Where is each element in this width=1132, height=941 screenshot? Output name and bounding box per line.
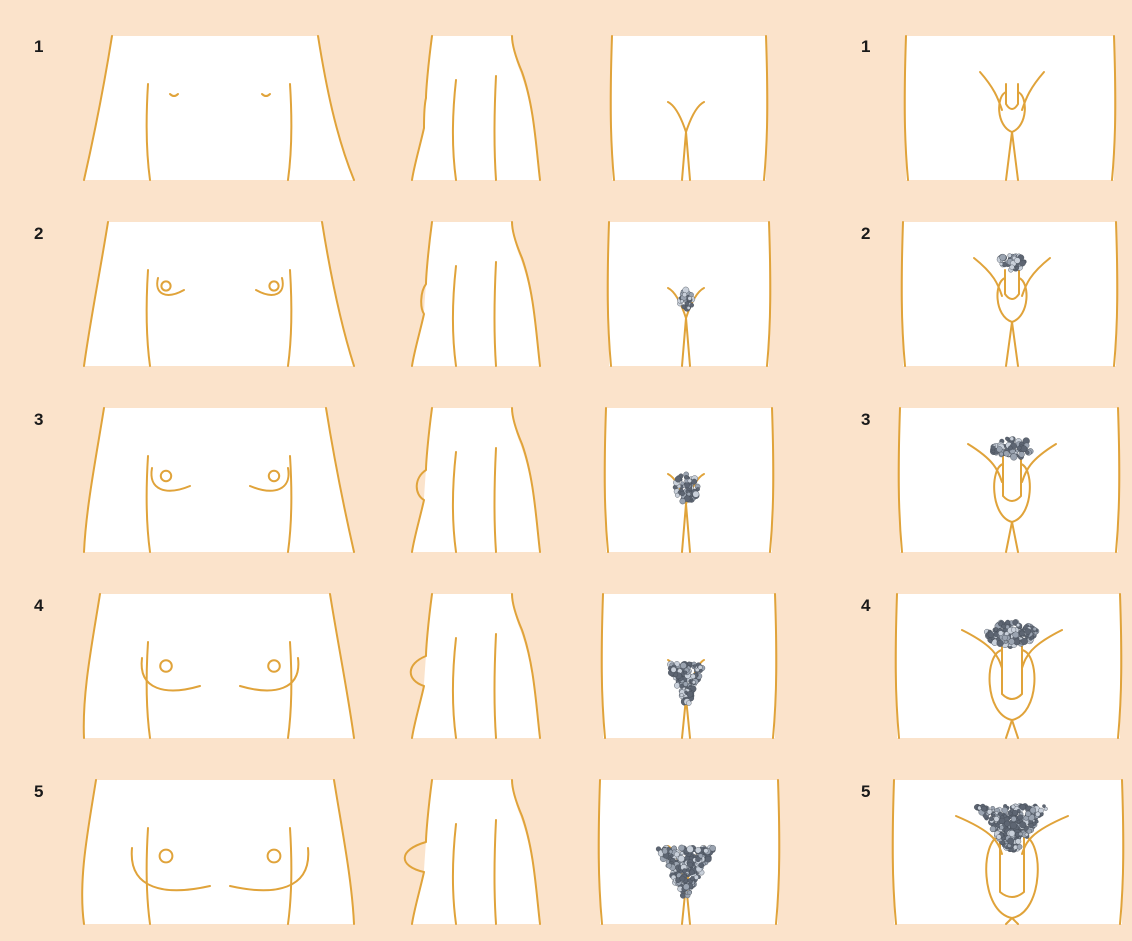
chest-front-panel <box>84 408 354 552</box>
male-panel-bg <box>897 594 1120 738</box>
profile-silhouette <box>412 408 540 552</box>
female-pubic-panel <box>605 408 774 552</box>
stage-row-2 <box>84 222 1117 366</box>
side-profile-panel <box>411 594 540 738</box>
side-profile-panel <box>412 408 540 552</box>
profile-silhouette <box>412 36 540 180</box>
male-pubic-panel <box>905 36 1116 180</box>
male-panel-bg <box>900 408 1118 552</box>
stage-number-right-5: 5 <box>861 783 870 800</box>
stage-row-4 <box>84 594 1122 738</box>
chest-front-silhouette <box>84 408 354 552</box>
chest-front-panel <box>84 594 354 738</box>
stage-number-right-4: 4 <box>861 597 870 614</box>
chest-front-silhouette <box>84 222 354 366</box>
stage-number-right-3: 3 <box>861 411 870 428</box>
stage-number-left-3: 3 <box>34 411 43 428</box>
female-pubic-panel <box>608 222 771 366</box>
stage-row-5 <box>82 780 1123 924</box>
stage-row-3 <box>84 408 1119 552</box>
side-profile-panel <box>412 36 540 180</box>
stage-number-left-2: 2 <box>34 225 43 242</box>
stage-number-left-1: 1 <box>34 38 43 55</box>
female-pubic-panel <box>602 594 777 738</box>
profile-silhouette <box>412 780 540 924</box>
side-profile-panel <box>412 222 540 366</box>
male-panel-bg <box>894 780 1122 924</box>
female-pubic-panel <box>599 780 780 924</box>
male-pubic-panel <box>902 222 1118 366</box>
female-pubic-panel <box>611 36 768 180</box>
profile-silhouette <box>412 594 540 738</box>
male-pubic-panel <box>896 594 1122 738</box>
stage-number-right-1: 1 <box>861 38 870 55</box>
chest-front-panel <box>82 780 354 924</box>
chest-front-silhouette <box>82 780 354 924</box>
stage-number-right-2: 2 <box>861 225 870 242</box>
chest-front-panel <box>84 36 354 180</box>
male-pubic-panel <box>899 408 1120 552</box>
side-profile-panel <box>405 780 540 924</box>
chest-front-silhouette <box>84 594 354 738</box>
stage-number-left-5: 5 <box>34 783 43 800</box>
profile-silhouette <box>412 222 540 366</box>
chest-front-silhouette <box>84 36 354 180</box>
stage-row-1 <box>84 36 1115 180</box>
chest-front-panel <box>84 222 354 366</box>
male-pubic-panel <box>893 780 1124 924</box>
stage-number-left-4: 4 <box>34 597 43 614</box>
